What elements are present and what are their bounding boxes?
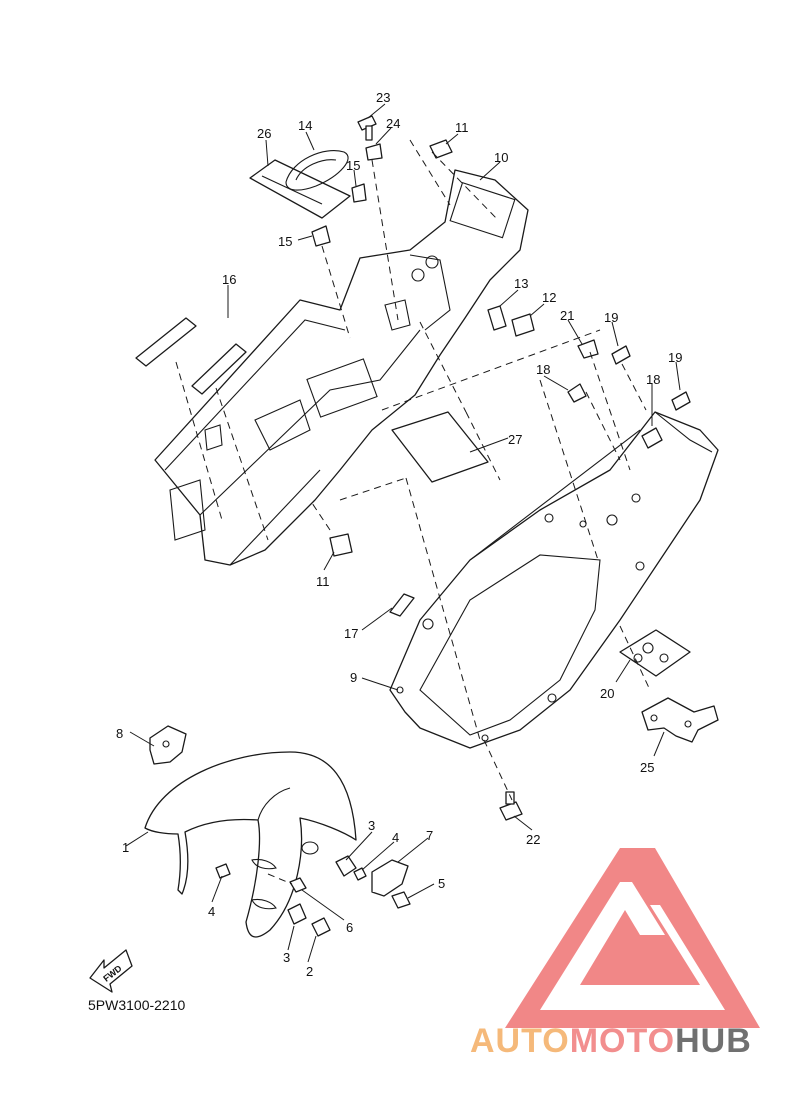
assembly-lines bbox=[175, 139, 651, 885]
callout-26: 26 bbox=[257, 126, 271, 141]
part-18-pad-a bbox=[567, 383, 587, 403]
fender-frame bbox=[154, 169, 529, 566]
callout-3b: 3 bbox=[283, 950, 290, 965]
callout-15a: 15 bbox=[346, 158, 360, 173]
part-19-pad-b bbox=[671, 391, 691, 411]
part-9-cowl bbox=[389, 411, 719, 749]
watermark-word-auto: AUTO bbox=[470, 1022, 570, 1060]
rear-fender-assembly bbox=[135, 115, 535, 566]
part-4-washer-a bbox=[353, 867, 367, 881]
part-11-bolt-top bbox=[429, 139, 453, 159]
callout-27: 27 bbox=[508, 432, 522, 447]
callout-11a: 11 bbox=[455, 120, 469, 135]
fwd-arrow: FWD bbox=[89, 949, 133, 993]
part-8-bracket bbox=[149, 725, 187, 765]
part-15-clip-b bbox=[311, 225, 331, 247]
callouts: 1 2 3 3 4 4 5 6 7 8 9 10 11 11 12 13 14 … bbox=[116, 90, 682, 979]
callout-22: 22 bbox=[526, 832, 540, 847]
callout-19b: 19 bbox=[668, 350, 682, 365]
callout-13: 13 bbox=[514, 276, 528, 291]
callout-4a: 4 bbox=[392, 830, 399, 845]
part-26-bracket bbox=[249, 159, 351, 219]
callout-10: 10 bbox=[494, 150, 508, 165]
diagram-code: 5PW3100-2210 bbox=[88, 997, 186, 1013]
watermark-wordmark: AUTOMOTOHUB bbox=[470, 1022, 752, 1060]
callout-19a: 19 bbox=[604, 310, 618, 325]
callout-20: 20 bbox=[600, 686, 614, 701]
callout-12: 12 bbox=[542, 290, 556, 305]
part-2-bolt bbox=[311, 917, 331, 937]
part-5-bolt bbox=[391, 891, 411, 909]
part-3-collar-b bbox=[287, 903, 307, 925]
callout-23: 23 bbox=[376, 90, 390, 105]
callout-14: 14 bbox=[298, 118, 312, 133]
part-19-pad-a bbox=[611, 345, 631, 365]
callout-5: 5 bbox=[438, 876, 445, 891]
callout-18a: 18 bbox=[536, 362, 550, 377]
watermark-triangle bbox=[505, 848, 760, 1028]
callout-6: 6 bbox=[346, 920, 353, 935]
callout-24: 24 bbox=[386, 116, 400, 131]
watermark-word-hub: HUB bbox=[675, 1022, 752, 1060]
front-fender bbox=[144, 725, 411, 938]
callout-16: 16 bbox=[222, 272, 236, 287]
callout-25: 25 bbox=[640, 760, 654, 775]
callout-11b: 11 bbox=[316, 574, 330, 589]
part-6-nut bbox=[289, 877, 307, 893]
part-7-bracket bbox=[371, 859, 409, 897]
callout-7: 7 bbox=[426, 828, 433, 843]
part-11-bolt-bottom bbox=[329, 533, 353, 557]
part-3-collar-a bbox=[335, 855, 357, 877]
watermark-word-moto: MOTO bbox=[570, 1022, 675, 1060]
callout-9: 9 bbox=[350, 670, 357, 685]
callout-4b: 4 bbox=[208, 904, 215, 919]
part-12-bolt bbox=[511, 313, 535, 337]
part-15-clip-a bbox=[351, 183, 367, 203]
watermark-logo bbox=[505, 848, 760, 1028]
callout-21: 21 bbox=[560, 308, 574, 323]
part-27-sheet bbox=[391, 411, 489, 483]
part-24-grommet bbox=[365, 143, 383, 161]
callout-18b: 18 bbox=[646, 372, 660, 387]
part-18-pad-b bbox=[641, 427, 663, 449]
part-17-pad bbox=[389, 593, 415, 617]
callout-1: 1 bbox=[122, 840, 129, 855]
callout-17: 17 bbox=[344, 626, 358, 641]
part-1-fender bbox=[144, 751, 357, 938]
part-23-screw bbox=[357, 115, 377, 131]
part-25-bracket bbox=[641, 697, 719, 743]
callout-2: 2 bbox=[306, 964, 313, 979]
callout-3a: 3 bbox=[368, 818, 375, 833]
leader-lines bbox=[125, 103, 681, 963]
callout-15b: 15 bbox=[278, 234, 292, 249]
tail-cowl bbox=[389, 339, 719, 821]
part-14-strap bbox=[285, 150, 349, 191]
part-16-label bbox=[135, 317, 197, 367]
callout-8: 8 bbox=[116, 726, 123, 741]
part-4-washer-b bbox=[215, 863, 231, 879]
part-22-screw bbox=[499, 801, 523, 821]
part-13-collar bbox=[487, 305, 507, 331]
part-20-plate bbox=[619, 629, 691, 677]
part-21-clip bbox=[577, 339, 599, 359]
